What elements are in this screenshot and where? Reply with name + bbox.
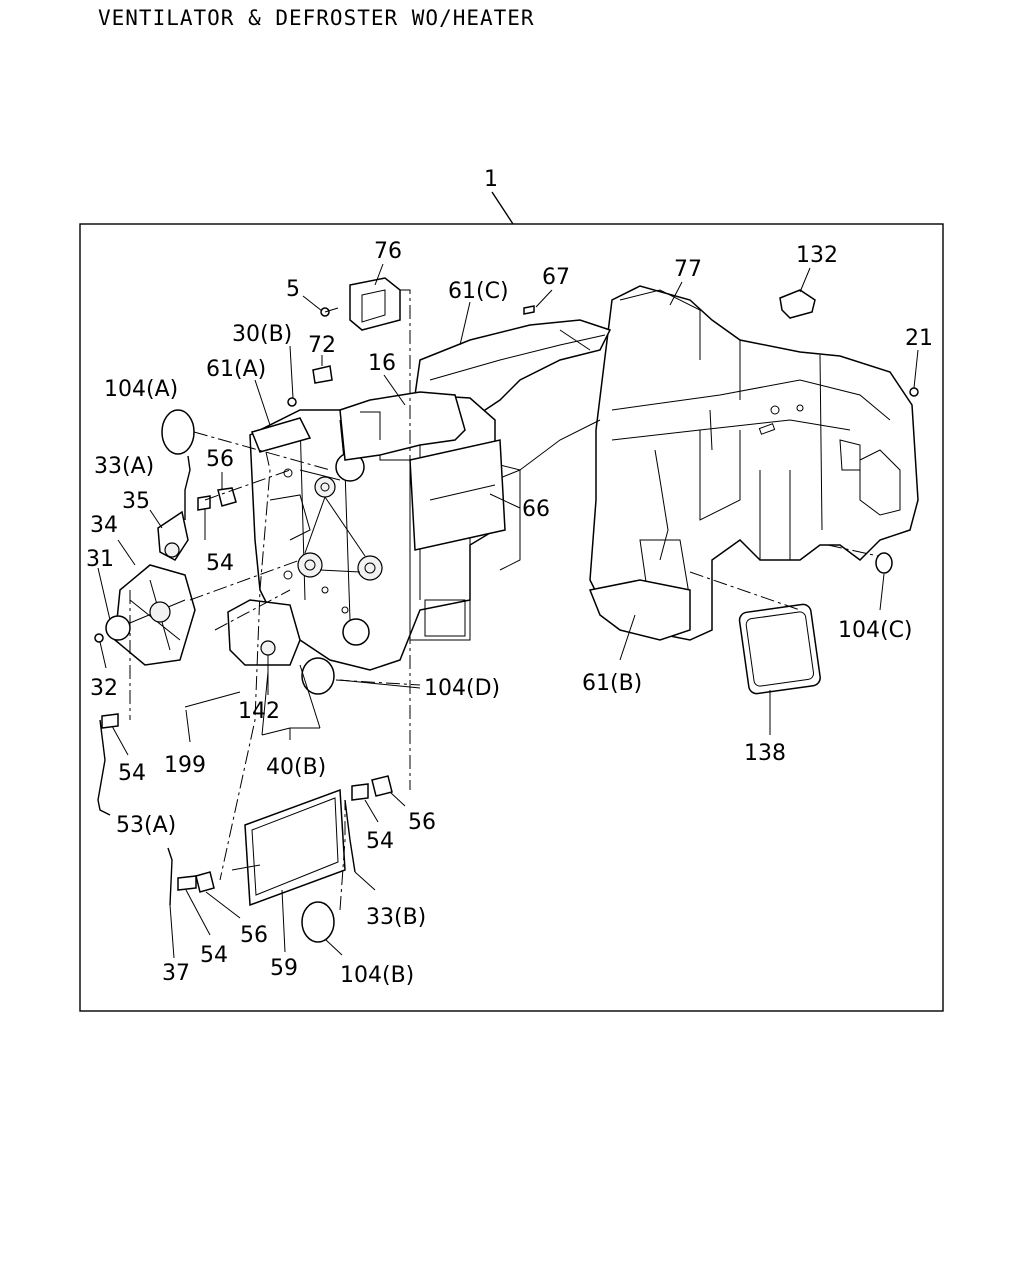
callout-67: 67: [542, 265, 570, 290]
callout-32: 32: [90, 676, 118, 701]
spring-54-right: [351, 783, 369, 801]
screw-32: [94, 633, 104, 643]
cap-104c: [875, 552, 893, 574]
callout-35: 35: [122, 489, 150, 514]
callout-59: 59: [270, 956, 298, 981]
assembly-frame: [79, 223, 944, 1012]
callout-72: 72: [308, 333, 336, 358]
part-67: [523, 305, 535, 315]
leader-lines: [97, 263, 919, 959]
clip-56-bottom: [195, 871, 215, 893]
callout-104c: 104(C): [838, 618, 913, 643]
callout-61a: 61(A): [206, 357, 266, 382]
flap-plate-66: [409, 439, 506, 551]
clip-56-upper: [217, 487, 237, 507]
pad-138: [738, 603, 821, 695]
callout-34: 34: [90, 513, 118, 538]
rod-33b: [344, 799, 356, 873]
callout-33a: 33(A): [94, 454, 154, 479]
callout-31: 31: [86, 547, 114, 572]
callout-104a: 104(A): [104, 377, 178, 402]
upper-case-16: [339, 391, 466, 461]
cap-104a: [161, 409, 195, 455]
callout-199: 199: [164, 753, 206, 778]
spring-54-left: [101, 713, 119, 729]
callout-33b: 33(B): [366, 905, 426, 930]
callout-132: 132: [796, 243, 838, 268]
callout-61c: 61(C): [448, 279, 509, 304]
clip-132: [779, 289, 816, 319]
rod-53a: [97, 719, 111, 816]
cap-104b: [301, 901, 335, 943]
clip-72: [312, 365, 333, 384]
bracket-76: [349, 277, 401, 331]
callout-30b: 30(B): [232, 322, 292, 347]
callout-54-right: 54: [366, 829, 394, 854]
callout-104d: 104(D): [424, 676, 500, 701]
callout-40b: 40(B): [266, 755, 326, 780]
callout-16: 16: [368, 351, 396, 376]
callout-54-left: 54: [118, 761, 146, 786]
callout-77: 77: [674, 257, 702, 282]
spring-54-upper: [197, 495, 211, 511]
screw-21: [909, 387, 919, 397]
callout-56-upper: 56: [206, 447, 234, 472]
callout-53a: 53(A): [116, 813, 176, 838]
callout-138: 138: [744, 741, 786, 766]
pulley-assembly: [283, 452, 383, 646]
bolt-199: [184, 691, 241, 708]
callout-56-bottom: 56: [240, 923, 268, 948]
main-housing: [589, 285, 919, 641]
lower-duct-61b: [588, 579, 691, 641]
side-panel-61a: [250, 417, 312, 453]
page-title: VENTILATOR & DEFROSTER WO/HEATER: [98, 6, 535, 30]
callout-54-upper: 54: [206, 551, 234, 576]
clip-56-right: [371, 775, 393, 797]
alignment-lines: [129, 289, 879, 911]
callout-5: 5: [286, 277, 300, 302]
callout-21: 21: [905, 326, 933, 351]
rod-33a: [184, 455, 191, 520]
filter-panel-59: [244, 788, 346, 907]
callout-54-bottom: 54: [200, 943, 228, 968]
callout-labels: 1 76 5 61(C) 67 77 132 21 30(B) 72 61(A)…: [86, 167, 933, 988]
callout-104b: 104(B): [340, 963, 414, 988]
rod-37: [167, 847, 173, 906]
callout-37: 37: [162, 961, 190, 986]
actuator-40b: [227, 599, 301, 666]
screw-30b: [287, 397, 297, 407]
cap-104d: [301, 657, 335, 695]
callout-76: 76: [374, 239, 402, 264]
callout-56-right: 56: [408, 810, 436, 835]
part-142: [260, 640, 276, 656]
callout-142: 142: [238, 699, 280, 724]
leader-1: [491, 191, 514, 225]
spring-54-bottom: [177, 875, 197, 891]
callout-61b: 61(B): [582, 671, 642, 696]
callout-66: 66: [522, 497, 550, 522]
callout-1: 1: [484, 167, 498, 192]
